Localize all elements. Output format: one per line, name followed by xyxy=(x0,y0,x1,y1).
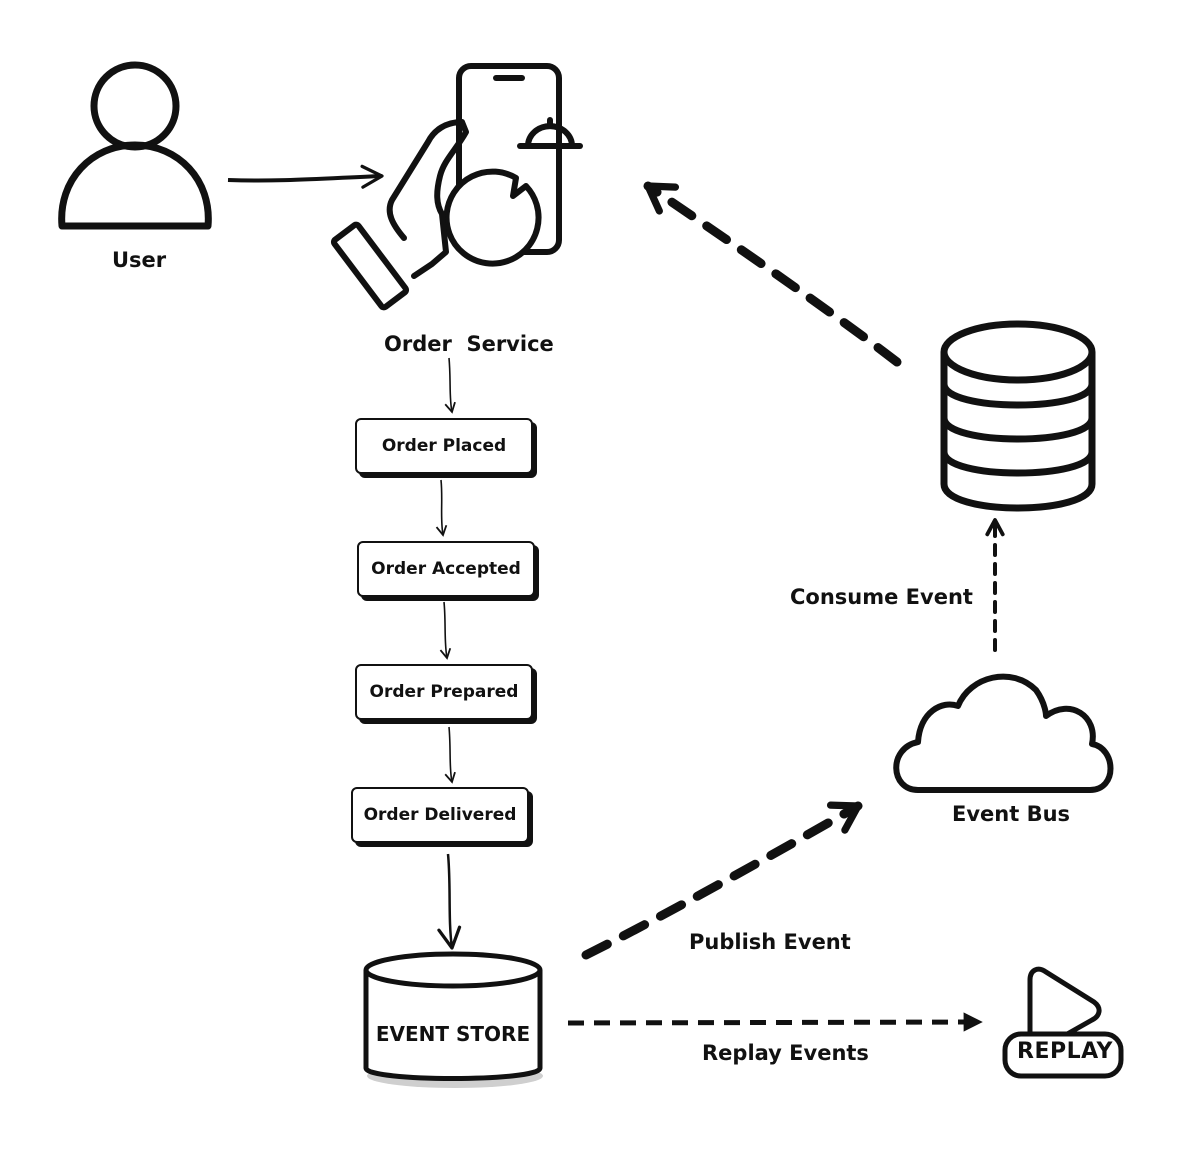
arrow-store-to-bus xyxy=(581,801,863,960)
step-order-delivered: Order Delivered xyxy=(351,787,529,843)
arrow-db-to-order-service xyxy=(643,181,902,367)
step-order-placed: Order Placed xyxy=(355,418,533,474)
phone-order-icon xyxy=(330,63,583,311)
publish-event-label: Publish Event xyxy=(689,930,851,954)
arrow-delivered-to-store xyxy=(437,853,462,950)
event-store-label: EVENT STORE xyxy=(375,1022,531,1046)
arrow-store-to-replay xyxy=(567,1012,983,1032)
user-icon xyxy=(58,61,212,230)
step-order-prepared: Order Prepared xyxy=(355,664,533,720)
arrow-service-to-placed xyxy=(444,357,456,414)
replay-icon xyxy=(1002,966,1124,1079)
database-icon xyxy=(940,320,1096,512)
arrow-user-to-order-service xyxy=(227,164,384,189)
consume-event-label: Consume Event xyxy=(790,585,973,609)
arrow-placed-to-accepted xyxy=(435,479,448,537)
arrow-accepted-to-prepared xyxy=(439,601,452,660)
event-store-icon xyxy=(363,951,543,1088)
event-bus-label: Event Bus xyxy=(952,802,1071,826)
user-label: User xyxy=(112,248,167,272)
replay-events-label: Replay Events xyxy=(702,1041,869,1065)
order-service-label: Order Service xyxy=(384,332,554,356)
cloud-icon xyxy=(893,673,1114,793)
arrow-prepared-to-delivered xyxy=(444,726,456,784)
replay-label: REPLAY xyxy=(1017,1039,1113,1064)
step-order-accepted: Order Accepted xyxy=(357,541,535,597)
